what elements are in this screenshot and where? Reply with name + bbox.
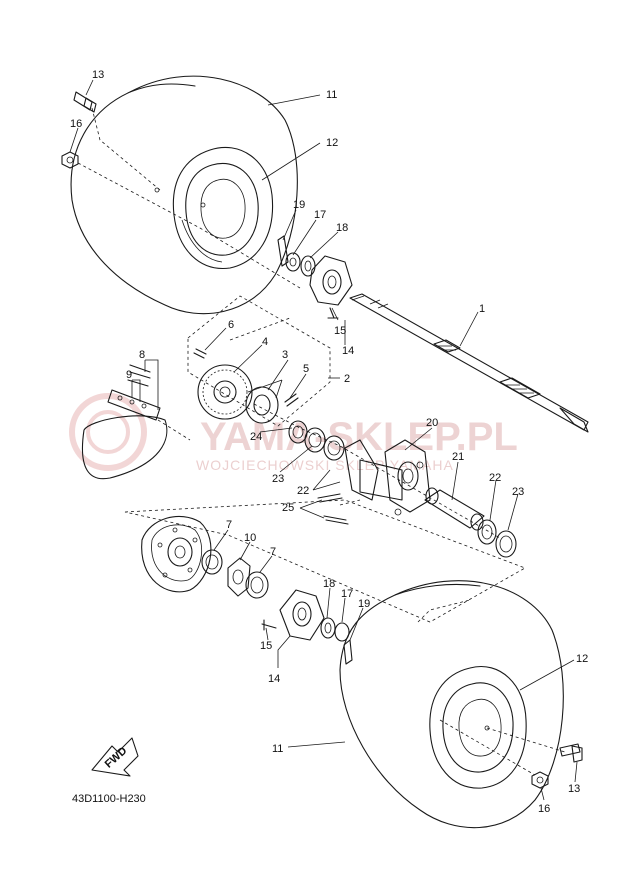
fwd-arrow-icon	[91, 737, 139, 777]
watermark: YAMA-SKLEP.PL WOJCIECHOWSKI SKLEP YAMAHA	[69, 393, 518, 473]
washer-icon	[300, 255, 316, 277]
callout-23: 23	[272, 473, 284, 485]
oil-seal-icon	[304, 427, 326, 453]
chain-link-icon	[127, 364, 151, 387]
ring-nut-icon	[245, 571, 269, 599]
upper-wheel	[70, 75, 298, 315]
housing-right-flange	[384, 439, 431, 513]
callout-13: 13	[92, 69, 104, 81]
lower-hub-assembly	[261, 589, 353, 665]
hub-bolt-icon	[327, 307, 339, 319]
callout-13: 13	[568, 783, 580, 795]
brake-disc	[141, 515, 212, 593]
bearing-icon	[323, 435, 345, 461]
lower-hub	[279, 589, 325, 641]
lower-wheel	[339, 580, 566, 829]
callout-17: 17	[314, 209, 326, 221]
oil-seal-icon	[495, 530, 517, 558]
callout-12: 12	[576, 653, 588, 665]
sprocket-bolt-icon	[193, 348, 207, 359]
spacer-collar	[424, 489, 485, 529]
bolt-icon	[284, 393, 299, 407]
callout-7: 7	[270, 546, 276, 558]
callout-19: 19	[293, 199, 305, 211]
axle-shaft	[349, 293, 589, 431]
callout-9: 9	[126, 369, 132, 381]
callout-10: 10	[244, 532, 256, 544]
upper-hub-assembly	[277, 235, 353, 319]
rear-axle	[349, 293, 589, 433]
callout-19: 19	[358, 598, 370, 610]
drawing-code: 43D1100-H230	[72, 793, 146, 805]
washer-icon	[320, 617, 336, 639]
castle-nut-icon	[334, 622, 350, 642]
callout-15: 15	[260, 640, 272, 652]
callout-14: 14	[342, 345, 354, 357]
callout-21: 21	[452, 451, 464, 463]
upper-tire	[70, 75, 298, 315]
ring-nut-icon	[201, 549, 223, 575]
callout-24: 24	[250, 431, 262, 443]
lower-rim-inner	[442, 682, 514, 773]
callout-1: 1	[479, 303, 485, 315]
cotter-pin-icon	[343, 639, 353, 665]
watermark-brand: YAMA-SKLEP.PL	[200, 415, 518, 459]
callout-2: 2	[344, 373, 350, 385]
callout-22: 22	[489, 472, 501, 484]
drive-sprocket	[197, 364, 253, 420]
callout-11: 11	[326, 89, 337, 101]
upper-rim-outer	[172, 146, 274, 269]
lower-tire	[339, 580, 564, 829]
housing-bolt-icon	[323, 515, 349, 525]
cotter-pin-icon	[277, 235, 289, 267]
callout-7: 7	[226, 519, 232, 531]
upper-valve-and-nut	[61, 91, 301, 289]
callout-20: 20	[426, 417, 438, 429]
chain-loop	[82, 415, 168, 480]
callout-3: 3	[282, 349, 288, 361]
callout-22: 22	[297, 485, 309, 497]
callout-18: 18	[336, 222, 348, 234]
callout-16: 16	[538, 803, 550, 815]
left-seals-bearings	[288, 420, 345, 461]
leader-lines	[69, 79, 578, 801]
sprocket-assembly	[187, 295, 331, 427]
bearing-icon	[477, 519, 497, 545]
brake-disc-assembly	[141, 515, 269, 599]
callout-18: 18	[323, 578, 335, 590]
callout-labels: 11 12 13 16 19 17 18 15 14 1 2 6 4 3 5 8…	[70, 69, 588, 815]
hub-bolt-icon	[261, 619, 277, 631]
callout-23: 23	[512, 486, 524, 498]
lower-valve-and-nut	[531, 743, 583, 789]
callout-8: 8	[139, 349, 145, 361]
hex-nut-icon	[531, 771, 549, 789]
callout-25: 25	[282, 502, 294, 514]
drive-chain	[82, 364, 168, 480]
callout-5: 5	[303, 363, 309, 375]
upper-hub	[309, 255, 353, 306]
axle-housing	[317, 439, 517, 558]
upper-rim-inner	[185, 162, 259, 256]
lower-rim-outer	[429, 666, 527, 789]
assembly-2-boundary	[187, 295, 331, 427]
callout-12: 12	[326, 137, 338, 149]
callout-11: 11	[272, 743, 283, 755]
hex-nut-icon	[61, 151, 79, 169]
castle-nut-icon	[285, 252, 301, 272]
callout-16: 16	[70, 118, 82, 130]
housing-left-flange	[344, 439, 379, 501]
forward-direction-arrow: FWD	[91, 737, 139, 777]
callout-15: 15	[334, 325, 346, 337]
watermark-subtitle: WOJCIECHOWSKI SKLEP YAMAHA	[196, 457, 454, 473]
valve-stem-icon	[559, 743, 581, 757]
callout-14: 14	[268, 673, 280, 685]
callout-4: 4	[262, 336, 268, 348]
watermark-logo-icon	[69, 393, 147, 471]
fwd-label: FWD	[103, 745, 130, 771]
lock-washer-icon	[227, 557, 251, 597]
callout-6: 6	[228, 319, 234, 331]
valve-stem-icon	[73, 91, 93, 111]
callout-17: 17	[341, 588, 353, 600]
